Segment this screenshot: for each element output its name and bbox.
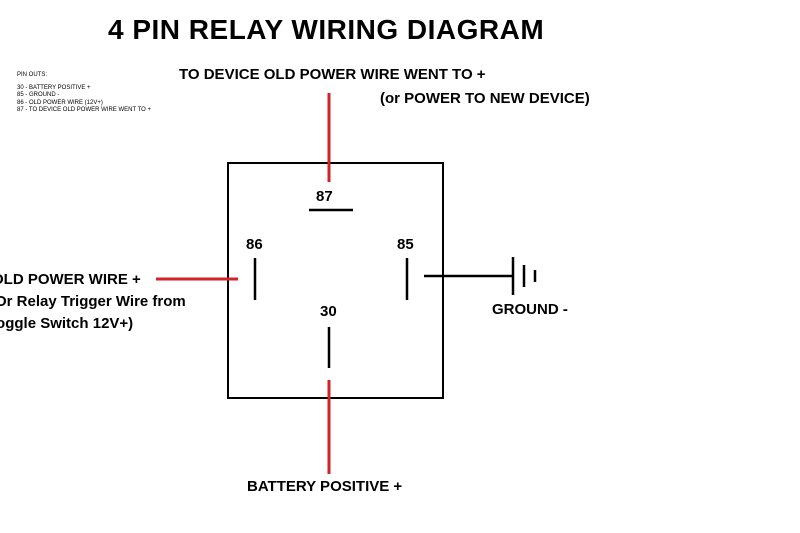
pin-out-line: 87 - TO DEVICE OLD POWER WIRE WENT TO + — [17, 106, 151, 113]
pin-out-line: 30 - BATTERY POSITIVE + — [17, 85, 91, 92]
toggle-switch-label: Toggle Switch 12V+) — [0, 315, 134, 332]
page-title: 4 PIN RELAY WIRING DIAGRAM — [108, 14, 545, 45]
pin-outs-heading: PIN OUTS: — [17, 72, 48, 78]
relay-body — [227, 162, 444, 399]
pin-87-label: 87 — [316, 188, 333, 205]
device-label: TO DEVICE OLD POWER WIRE WENT TO + — [179, 66, 486, 83]
battery-positive-label: BATTERY POSITIVE + — [247, 478, 403, 495]
pin-out-line: 85 - GROUND - — [17, 92, 60, 99]
old-power-label: OLD POWER WIRE + — [0, 271, 141, 288]
pin-30-label: 30 — [320, 303, 337, 320]
ground-symbol-icon — [511, 257, 537, 295]
pin-86-label: 86 — [246, 236, 263, 253]
pin-out-line: 86 - OLD POWER WIRE (12V+) — [17, 99, 103, 106]
pin-outs-legend: PIN OUTS: 30 - BATTERY POSITIVE + 85 - G… — [17, 72, 151, 114]
trigger-wire-label: (Or Relay Trigger Wire from — [0, 293, 186, 310]
ground-label: GROUND - — [492, 301, 568, 318]
new-device-label: (or POWER TO NEW DEVICE) — [380, 90, 590, 107]
pin-85-label: 85 — [397, 236, 414, 253]
